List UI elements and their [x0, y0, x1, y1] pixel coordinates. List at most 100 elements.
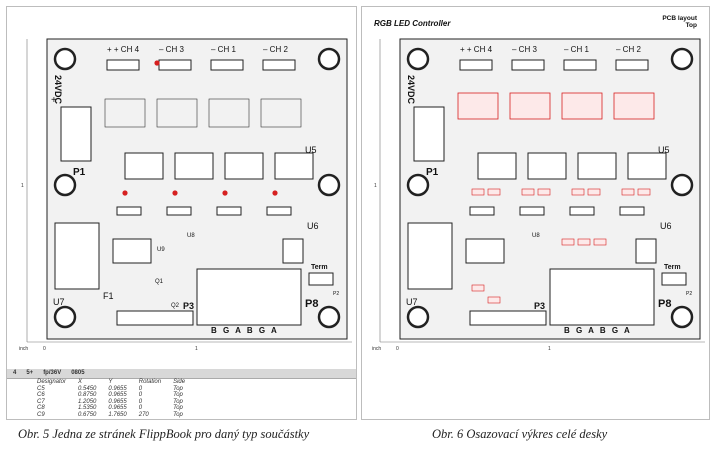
header-p5	[158, 59, 192, 71]
label-u5: U5	[658, 145, 670, 155]
pcb-board-view-left: 1 inch 0 1 + + CH 4 – CH 3 – CH 1 – CH 2…	[19, 38, 352, 352]
axis-tick-x0: 0	[396, 346, 399, 352]
channel-label-4: – CH 2	[616, 45, 641, 54]
mount-hole-tr	[670, 47, 694, 71]
label-p2: P2	[333, 291, 339, 297]
highlight-c7	[222, 190, 228, 196]
label-q1: Q1	[155, 279, 164, 285]
label-p1: P1	[426, 167, 439, 178]
connector-pin-labels: B G A B G A	[211, 326, 279, 335]
right-figure-panel: RGB LED Controller PCB layout Top 1 inch…	[361, 6, 710, 420]
channel-label-3: – CH 1	[564, 45, 589, 54]
mount-hole-mr	[670, 173, 694, 197]
mount-hole-tr	[317, 47, 341, 71]
layer-side: Top	[685, 22, 697, 29]
ic-u3	[527, 152, 567, 180]
pcb-board-view-right: 1 inch 0 1 + + CH 4 – CH 3 – CH 1 – CH 2…	[372, 38, 705, 352]
channel-label-1: + + CH 4	[460, 45, 493, 54]
mount-hole-bl	[406, 305, 430, 329]
ic-u2	[174, 152, 214, 180]
ic-u4	[274, 152, 314, 180]
power-connector-p1	[413, 106, 445, 162]
ic-u6	[282, 238, 304, 264]
highlight-c9	[154, 60, 160, 66]
connector-u7	[407, 222, 453, 290]
term-jumper	[308, 272, 334, 286]
label-p1: P1	[73, 167, 86, 178]
channel-label-3: – CH 1	[211, 45, 236, 54]
label-p3: P3	[183, 301, 194, 311]
highlight-c8	[272, 190, 278, 196]
label-p8: P8	[305, 298, 318, 310]
label-u6: U6	[307, 221, 319, 231]
channel-label-4: – CH 2	[263, 45, 288, 54]
label-24vdc: 24VDC	[406, 75, 416, 105]
highlight-c5	[122, 190, 128, 196]
document-title: RGB LED Controller	[374, 19, 451, 28]
mount-hole-ml	[53, 173, 77, 197]
label-u7: U7	[53, 297, 65, 307]
ic-u6	[635, 238, 657, 264]
power-connector-p1	[60, 106, 92, 162]
header-p4	[106, 59, 140, 71]
label-p3: P3	[534, 301, 545, 311]
channel-label-1: + + CH 4	[107, 45, 140, 54]
layer-label: PCB layout	[662, 15, 697, 22]
layer-info: PCB layout Top	[662, 15, 697, 29]
axis-tick-y1: 1	[374, 183, 377, 189]
mount-hole-tl	[53, 47, 77, 71]
label-u6: U6	[660, 221, 672, 231]
mount-hole-br	[317, 305, 341, 329]
ic-u9	[112, 238, 152, 264]
axis-tick-x1: 1	[548, 346, 551, 352]
mount-hole-bl	[53, 305, 77, 329]
ic-u1	[124, 152, 164, 180]
term-jumper	[661, 272, 687, 286]
axis-tick-x0: 0	[43, 346, 46, 352]
mount-hole-mr	[317, 173, 341, 197]
axis-label-inch: inch	[372, 346, 381, 352]
header-p7	[262, 59, 296, 71]
figure-caption-right: Obr. 6 Osazovací výkres celé desky	[432, 427, 608, 441]
label-p2: P2	[686, 291, 692, 297]
figure-caption-left: Obr. 5 Jedna ze stránek FlippBook pro da…	[18, 427, 310, 441]
header-p3	[116, 310, 194, 326]
ic-u4	[577, 152, 617, 180]
rj-connector	[196, 268, 302, 326]
axis-label-inch: inch	[19, 346, 28, 352]
ic-u3	[224, 152, 264, 180]
label-u8: U8	[187, 233, 195, 239]
header-p3	[469, 310, 547, 326]
label-24vdc: 24VDC	[53, 75, 63, 105]
rj-connector	[549, 268, 655, 326]
label-u8: U8	[532, 233, 540, 239]
label-term: Term	[311, 264, 328, 271]
label-u9: U9	[157, 247, 165, 253]
channel-label-2: – CH 3	[159, 45, 184, 54]
label-u5: U5	[305, 145, 317, 155]
mount-hole-br	[670, 305, 694, 329]
left-figure-panel: 1 inch 0 1 + + CH 4 – CH 3 – CH 1 – CH 2…	[6, 6, 357, 420]
label-q2: Q2	[171, 303, 180, 309]
connector-pin-labels: B G A B G A	[564, 326, 632, 335]
ic-u5	[627, 152, 667, 180]
ic-u2	[477, 152, 517, 180]
mount-hole-ml	[406, 173, 430, 197]
highlight-c6	[172, 190, 178, 196]
label-f1: F1	[103, 291, 114, 301]
connector-u7	[54, 222, 100, 290]
label-p8: P8	[658, 298, 671, 310]
label-plus: +	[51, 95, 57, 106]
axis-tick-x1: 1	[195, 346, 198, 352]
label-u7: U7	[406, 297, 418, 307]
channel-label-2: – CH 3	[512, 45, 537, 54]
header-p6	[210, 59, 244, 71]
label-term: Term	[664, 264, 681, 271]
